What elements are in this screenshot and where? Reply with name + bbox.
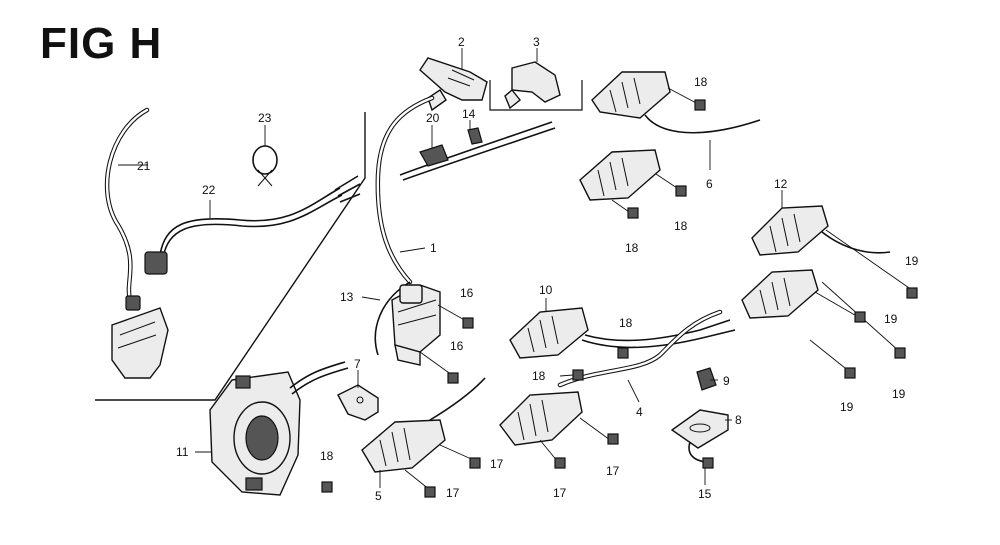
bolt-17a [469,457,481,469]
callout-4: 4 [636,405,643,419]
bolt-18c [627,207,639,219]
part-7-bracket [337,384,379,421]
section-divider-cap [489,80,583,111]
part-13-ht-lead [374,95,556,356]
section-divider-left [95,112,366,401]
callout-17a: 17 [490,457,504,471]
part-5-coil [361,377,486,491]
connector-22 [144,251,168,275]
bolt-18f [321,481,333,493]
callout-23: 23 [258,111,272,125]
bolt-19c [894,347,906,359]
ignition-module [111,295,169,379]
callout-7: 7 [354,357,361,371]
callout-18b: 18 [674,219,688,233]
callout-11: 11 [176,445,189,459]
part-3-plug-cap [504,61,561,110]
callout-5: 5 [375,489,382,503]
callout-8: 8 [735,413,742,427]
callout-16a: 16 [460,286,474,300]
part-21-cable [104,107,150,303]
part-14-clip [467,127,483,145]
callout-17b: 17 [446,486,460,500]
callout-19a: 19 [905,254,919,268]
callout-12: 12 [774,177,788,191]
bolt-18d [617,347,629,359]
part-10-coil [509,307,736,359]
callout-9: 9 [723,374,730,388]
callout-10: 10 [539,283,553,297]
part-9-grommet [696,367,717,391]
callout-17d: 17 [606,464,620,478]
callout-18a: 18 [694,75,708,89]
callout-19b: 19 [884,312,898,326]
figure-title: FIG H [40,19,163,68]
fasteners [321,99,918,498]
callout-22: 22 [202,183,216,197]
callout-6: 6 [706,177,713,191]
callout-labels: 1 2 3 4 5 6 7 8 9 10 11 12 13 14 15 16 1… [137,35,919,503]
part-20-bracket [419,144,449,167]
callout-18f: 18 [320,449,334,463]
callout-3: 3 [533,35,540,49]
bolt-19b [854,311,866,323]
bolt-19a [906,287,918,299]
bolt-18e [572,369,584,381]
part-6-coil-lower [579,149,681,215]
callout-16b: 16 [450,339,464,353]
part-4-harness [557,309,723,388]
callout-20: 20 [426,111,440,125]
callout-15: 15 [698,487,712,501]
callout-21: 21 [137,159,151,173]
callout-17c: 17 [553,486,567,500]
bolt-19d [844,367,856,379]
part-6-coil-upper [591,71,761,134]
part-11-stator [209,361,349,496]
callout-18d: 18 [619,316,633,330]
callout-1: 1 [430,241,437,255]
part-12-coil-lower [741,269,901,373]
bolt-16b [447,372,459,384]
part-1-ignition-coil [391,284,469,376]
part-8-plate [670,409,729,463]
part-2-plug-cap [419,57,488,112]
callout-18c: 18 [625,241,639,255]
callout-2: 2 [458,35,465,49]
callout-13: 13 [340,290,354,304]
bolt-15 [702,457,714,469]
bolt-18b [675,185,687,197]
part-23-clip [252,145,278,187]
callout-19d: 19 [840,400,854,414]
bolt-18a [694,99,706,111]
callout-18e: 18 [532,369,546,383]
part-22-harness [144,175,361,275]
bolt-17c [554,457,566,469]
callout-14: 14 [462,107,476,121]
part-coil-lower [499,391,611,463]
bolt-17d [607,433,619,445]
bolt-16a [462,317,474,329]
callout-19c: 19 [892,387,906,401]
bolt-17b [424,486,436,498]
